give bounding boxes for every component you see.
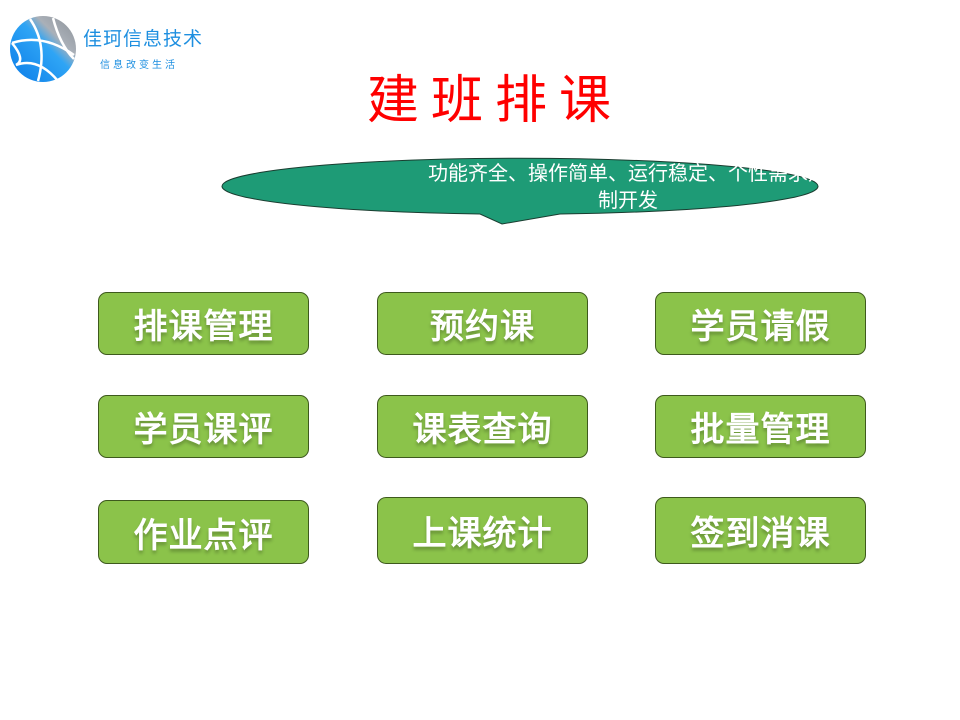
feature-booking-class[interactable]: 预约课 xyxy=(377,292,588,355)
feature-batch-management[interactable]: 批量管理 xyxy=(655,395,866,458)
feature-timetable-query[interactable]: 课表查询 xyxy=(377,395,588,458)
feature-student-review[interactable]: 学员课评 xyxy=(98,395,309,458)
feature-student-leave[interactable]: 学员请假 xyxy=(655,292,866,355)
company-logo-globe-icon xyxy=(10,16,76,82)
feature-checkin[interactable]: 签到消课 xyxy=(655,497,866,564)
feature-homework-review[interactable]: 作业点评 xyxy=(98,500,309,564)
feature-class-statistics[interactable]: 上课统计 xyxy=(377,497,588,564)
feature-schedule-management[interactable]: 排课管理 xyxy=(98,292,309,355)
callout-text: 功能齐全、操作简单、运行稳定、个性需求定制开发 xyxy=(428,161,828,212)
page-title: 建班排课 xyxy=(366,71,623,131)
brand-slogan: 信息改变生活 xyxy=(100,60,178,71)
brand-name: 佳珂信息技术 xyxy=(83,28,204,50)
